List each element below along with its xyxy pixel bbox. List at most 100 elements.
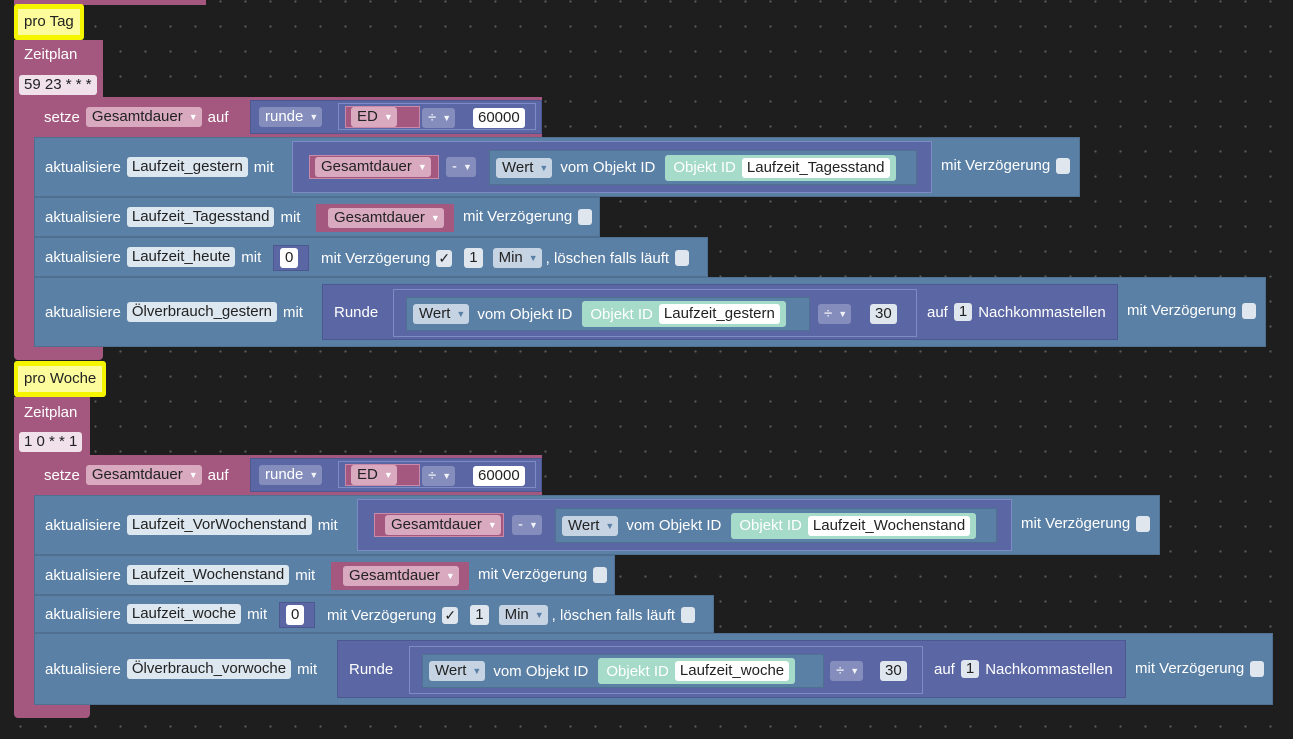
ed-dropdown[interactable]: ED▼	[351, 107, 397, 127]
schedule-label: Zeitplan	[24, 46, 78, 63]
delay-label: mit Verzögerung	[941, 157, 1071, 174]
delay-unit-dropdown[interactable]: Min▼	[498, 605, 548, 625]
divisor-field[interactable]: 30	[880, 661, 907, 681]
update-block-laufzeit-heute[interactable]: aktualisiere Laufzeit_heute mit 0 mit Ve…	[34, 237, 708, 277]
delay-checkbox[interactable]	[1242, 302, 1257, 319]
property-dropdown[interactable]: Wert▼	[413, 304, 470, 324]
division-block[interactable]: ED▼ ÷▼ 60000	[338, 103, 536, 130]
update-block-laufzeit-wochenstand[interactable]: aktualisiere Laufzeit_Wochenstand mit Ge…	[34, 555, 615, 595]
division-block[interactable]: ED▼ ÷▼ 60000	[338, 461, 536, 488]
divisor-field[interactable]: 60000	[473, 108, 525, 128]
round-decimals-block[interactable]: Runde Wert▼ vom Objekt ID Objekt ID Lauf…	[322, 284, 1118, 340]
schedule-foot-woche	[14, 704, 90, 718]
delay-amount-field[interactable]: 1	[470, 605, 489, 625]
schedule-foot-tag	[14, 346, 103, 360]
clear-checkbox[interactable]	[675, 250, 690, 266]
target-field[interactable]: Ölverbrauch_vorwoche	[126, 659, 292, 679]
schedule-label: Zeitplan	[24, 404, 78, 421]
target-field[interactable]: Laufzeit_gestern	[126, 157, 248, 177]
minuend-dropdown[interactable]: Gesamtdauer▼	[315, 157, 431, 177]
schedule-block-woche[interactable]: Zeitplan 1 0 * * 1	[14, 397, 90, 455]
target-field[interactable]: Laufzeit_woche	[126, 604, 242, 624]
object-id-field[interactable]: Laufzeit_woche	[674, 661, 790, 681]
object-id-field[interactable]: Laufzeit_Tagesstand	[741, 157, 890, 178]
get-value-block[interactable]: Wert▼ vom Objekt ID Objekt ID Laufzeit_w…	[422, 654, 824, 688]
round-mode-dropdown[interactable]: runde▼	[259, 465, 323, 485]
subtraction-block[interactable]: Gesamtdauer▼ -▼ Wert▼ vom Objekt ID Obje…	[357, 499, 1012, 551]
object-id-block[interactable]: Objekt ID Laufzeit_woche	[598, 658, 796, 684]
value-dropdown[interactable]: Gesamtdauer▼	[343, 566, 459, 586]
comment-pro-tag[interactable]: pro Tag	[14, 4, 84, 40]
delay-checkbox[interactable]	[593, 566, 608, 583]
number-block[interactable]: 0	[279, 602, 315, 628]
property-dropdown[interactable]: Wert▼	[562, 515, 619, 536]
delay-checkbox-checked[interactable]: ✓	[442, 606, 459, 624]
delay-label: mit Verzögerung	[1135, 660, 1265, 677]
update-block-laufzeit-tagesstand[interactable]: aktualisiere Laufzeit_Tagesstand mit Ges…	[34, 197, 600, 237]
top-cut-block	[14, 0, 206, 5]
get-value-block[interactable]: Wert▼ vom Objekt ID Objekt ID Laufzeit_W…	[555, 508, 997, 543]
number-field[interactable]: 0	[286, 605, 305, 625]
update-block-laufzeit-woche[interactable]: aktualisiere Laufzeit_woche mit 0 mit Ve…	[34, 595, 714, 633]
division-block[interactable]: Wert▼ vom Objekt ID Objekt ID Laufzeit_w…	[409, 646, 923, 694]
operator-dropdown[interactable]: ÷▼	[422, 108, 456, 128]
delay-checkbox[interactable]	[1056, 157, 1071, 174]
variable-dropdown[interactable]: Gesamtdauer▼	[85, 465, 202, 485]
round-mode-dropdown[interactable]: runde▼	[259, 107, 323, 127]
operator-dropdown[interactable]: ÷▼	[830, 661, 864, 681]
delay-checkbox-checked[interactable]: ✓	[436, 249, 453, 267]
value-variable[interactable]: Gesamtdauer▼	[331, 562, 469, 590]
property-dropdown[interactable]: Wert▼	[496, 157, 553, 178]
minuend-variable[interactable]: Gesamtdauer▼	[309, 155, 439, 179]
number-field[interactable]: 0	[280, 248, 299, 268]
subtraction-block[interactable]: Gesamtdauer▼ -▼ Wert▼ vom Objekt ID Obje…	[292, 141, 932, 193]
variable-dropdown[interactable]: Gesamtdauer▼	[85, 107, 202, 127]
object-id-field[interactable]: Laufzeit_gestern	[658, 304, 780, 324]
object-id-block[interactable]: Objekt ID Laufzeit_gestern	[582, 301, 786, 327]
property-dropdown[interactable]: Wert▼	[429, 661, 486, 681]
divisor-field[interactable]: 30	[870, 304, 897, 324]
target-field[interactable]: Laufzeit_VorWochenstand	[126, 515, 312, 535]
schedule-block-tag[interactable]: Zeitplan 59 23 * * *	[14, 40, 103, 97]
clear-checkbox[interactable]	[681, 607, 696, 623]
decimals-field[interactable]: 1	[953, 303, 973, 321]
cron-field[interactable]: 59 23 * * *	[19, 75, 97, 95]
delay-label: mit Verzögerung	[1021, 515, 1151, 532]
delay-amount-field[interactable]: 1	[464, 248, 483, 268]
object-id-field[interactable]: Laufzeit_Wochenstand	[807, 515, 971, 536]
object-id-block[interactable]: Objekt ID Laufzeit_Tagesstand	[665, 154, 896, 181]
minus-dropdown[interactable]: -▼	[446, 157, 476, 177]
number-block[interactable]: 0	[273, 245, 309, 271]
minuend-dropdown[interactable]: Gesamtdauer▼	[385, 515, 501, 535]
value-dropdown[interactable]: Gesamtdauer▼	[328, 208, 444, 228]
decimals-field[interactable]: 1	[960, 660, 980, 678]
target-field[interactable]: Ölverbrauch_gestern	[126, 302, 277, 322]
value-variable[interactable]: Gesamtdauer▼	[316, 204, 454, 232]
operator-dropdown[interactable]: ÷▼	[422, 466, 456, 486]
delay-checkbox[interactable]	[1250, 660, 1265, 677]
target-field[interactable]: Laufzeit_Tagesstand	[126, 207, 275, 227]
object-id-block[interactable]: Objekt ID Laufzeit_Wochenstand	[731, 512, 977, 539]
ed-variable[interactable]: ED▼	[345, 106, 420, 128]
get-value-block[interactable]: Wert▼ vom Objekt ID Objekt ID Laufzeit_T…	[489, 150, 917, 185]
target-field[interactable]: Laufzeit_Wochenstand	[126, 565, 290, 585]
divisor-field[interactable]: 60000	[473, 466, 525, 486]
auf-label: auf	[934, 660, 955, 678]
delay-unit-dropdown[interactable]: Min▼	[492, 248, 542, 268]
comment-pro-woche[interactable]: pro Woche	[14, 361, 107, 397]
operator-dropdown[interactable]: ÷▼	[818, 304, 852, 324]
division-block[interactable]: Wert▼ vom Objekt ID Objekt ID Laufzeit_g…	[393, 289, 917, 337]
delay-checkbox[interactable]	[1136, 515, 1151, 532]
cron-field[interactable]: 1 0 * * 1	[19, 432, 83, 452]
round-decimals-block[interactable]: Runde Wert▼ vom Objekt ID Objekt ID Lauf…	[337, 640, 1126, 698]
get-value-block[interactable]: Wert▼ vom Objekt ID Objekt ID Laufzeit_g…	[406, 297, 810, 331]
decimals-label: Nachkommastellen	[978, 303, 1106, 321]
minuend-variable[interactable]: Gesamtdauer▼	[374, 513, 504, 537]
ed-variable[interactable]: ED▼	[345, 464, 420, 486]
ed-dropdown[interactable]: ED▼	[351, 465, 397, 485]
minus-dropdown[interactable]: -▼	[512, 515, 542, 535]
delay-checkbox[interactable]	[578, 208, 593, 225]
delay-label: mit Verzögerung	[327, 606, 437, 624]
decimals-label: Nachkommastellen	[985, 660, 1113, 678]
target-field[interactable]: Laufzeit_heute	[126, 247, 236, 267]
